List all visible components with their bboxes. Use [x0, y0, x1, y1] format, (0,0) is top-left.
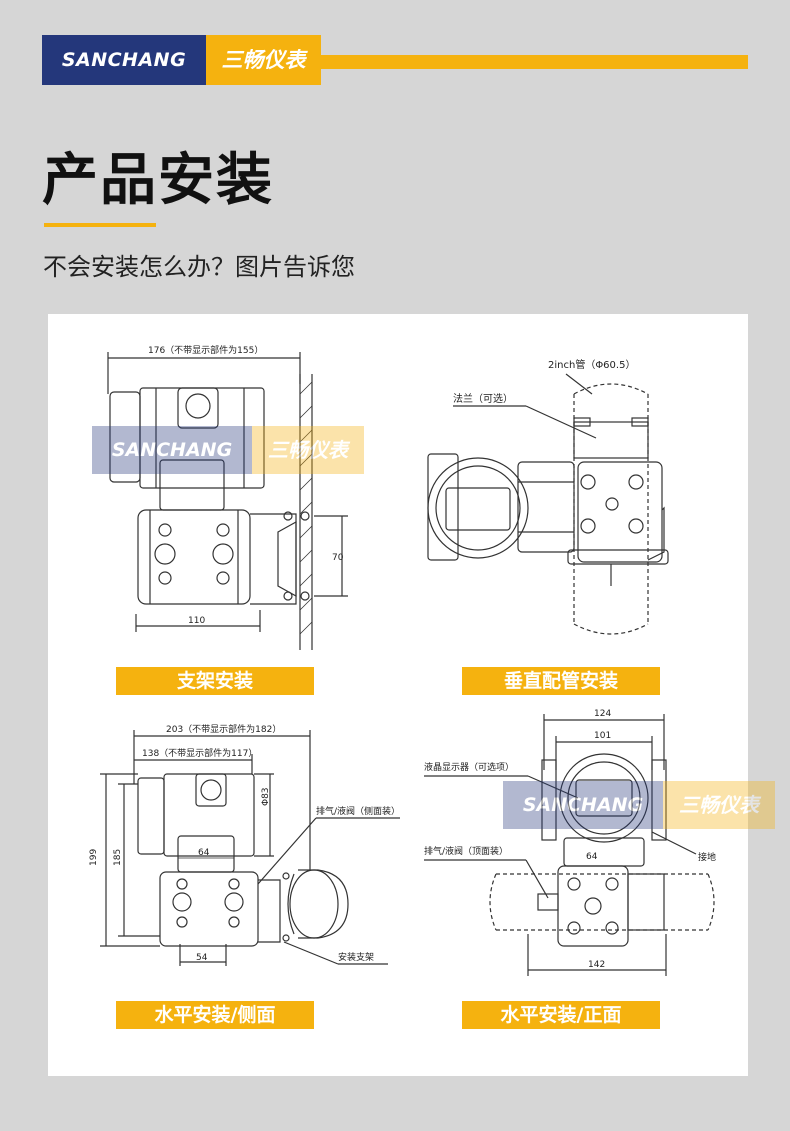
label-horizontal-front: 水平安装/正面 [462, 1001, 660, 1029]
brand-name-cn: 三畅仪表 [206, 35, 321, 85]
side-pipe-clamp [298, 869, 349, 939]
page-title: 产品安装 [42, 148, 274, 213]
front-lcd [575, 779, 633, 817]
vertical-flange-block [577, 461, 663, 563]
bracket-flange-body [137, 509, 251, 605]
vertical-pipe-label: 2inch管（Φ60.5） [548, 358, 635, 371]
side-dim-199: 199 [89, 849, 99, 866]
side-flange-body [159, 871, 259, 947]
installation-diagrams: 176（不带显示部件为155） 70 [89, 344, 716, 976]
side-bracket-label: 安装支架 [338, 951, 374, 963]
vertical-flange-label: 法兰（可选） [453, 392, 513, 405]
side-housing-cap [137, 777, 165, 855]
brand-accent-bar [318, 55, 748, 69]
side-pipe [289, 869, 339, 939]
title-underline [44, 223, 156, 227]
front-vent-label: 排气/液阀（顶面装） [424, 845, 508, 857]
front-dim-142: 142 [588, 960, 605, 970]
front-dim-101: 101 [594, 731, 611, 741]
side-bracket [258, 879, 281, 943]
label-horizontal-side: 水平安装/侧面 [116, 1001, 314, 1029]
bracket-dim-70: 70 [332, 553, 344, 563]
side-dim-203: 203（不带显示部件为182） [166, 723, 281, 735]
vertical-clamp [573, 421, 649, 459]
side-dim-138: 138（不带显示部件为117） [142, 747, 257, 759]
front-ground-label: 接地 [698, 851, 716, 863]
bracket-dim-width: 176（不带显示部件为155） [148, 344, 263, 356]
installation-panel: 176（不带显示部件为155） 70 [48, 314, 775, 1076]
label-bracket-mount: 支架安装 [116, 667, 314, 695]
page-subtitle: 不会安装怎么办？图片告诉您 [43, 253, 355, 281]
front-lcd-label: 液晶显示器（可选项） [424, 761, 514, 773]
label-vertical-pipe: 垂直配管安装 [462, 667, 660, 695]
front-display-housing [559, 753, 649, 843]
bracket-dim-110: 110 [188, 616, 205, 626]
front-flange-body [557, 865, 629, 947]
front-dim-124: 124 [594, 709, 611, 719]
brand-logo: SANCHANG 三畅仪表 [42, 35, 321, 85]
side-vent-label: 排气/液阀（侧面装） [316, 805, 400, 817]
vertical-display-housing [427, 457, 529, 559]
brand-name-en: SANCHANG [42, 35, 206, 85]
side-dim-54: 54 [196, 953, 208, 963]
front-dim-64: 64 [586, 852, 598, 862]
side-dim-185: 185 [113, 849, 123, 866]
bracket-housing-cap [109, 391, 141, 483]
side-dim-83: Φ83 [261, 787, 271, 806]
side-dim-64: 64 [198, 848, 210, 858]
bracket-plate [250, 513, 297, 605]
